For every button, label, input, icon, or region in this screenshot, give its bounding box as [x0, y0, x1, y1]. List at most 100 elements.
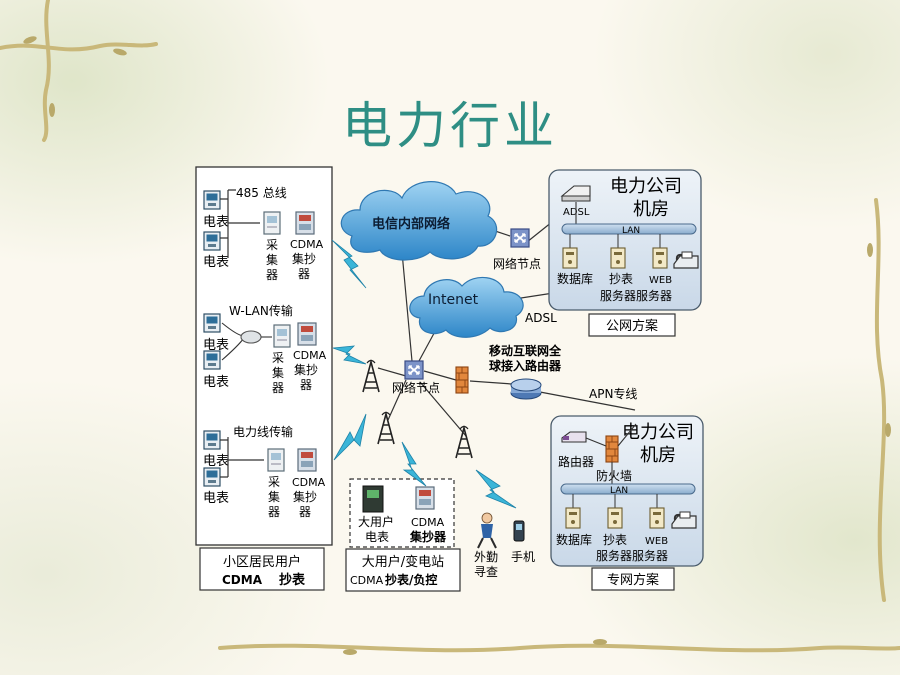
collector-label: 集 [266, 252, 278, 267]
field-worker-icon [477, 512, 497, 549]
telecom-cloud-label: 电信内部网络 [372, 216, 450, 232]
cdma-collector-icon [415, 486, 435, 510]
bus-label: W-LAN传输 [229, 303, 293, 318]
database-server-icon [562, 247, 578, 269]
reading-server-icon [610, 247, 626, 269]
database-label: 数据库 [557, 271, 593, 286]
cdma-label: 集抄 [293, 489, 317, 504]
server-row-label: 服务器服务器 [596, 548, 668, 563]
section-485: 电表 电表 485 总线 采 集 器 CDMA 集抄 器 [203, 186, 324, 282]
field-check-label: 寻查 [474, 565, 498, 579]
collector-label: 集 [268, 489, 280, 504]
slide-title: 电力行业 [342, 97, 558, 155]
meter-label: 电表 [203, 255, 229, 270]
mobile-phone-icon [513, 520, 525, 542]
reading-server-icon [607, 507, 623, 529]
collector-label: 采 [268, 475, 280, 489]
big-user-meter-icon [362, 485, 384, 513]
network-node-center-label: 网络节点 [392, 380, 440, 395]
internet-cloud-label: Intenet [428, 292, 479, 308]
meter-icon [203, 231, 221, 251]
lan-label: LAN [610, 486, 628, 496]
cdma-collector-icon [297, 322, 317, 346]
collector-label: 器 [272, 381, 284, 395]
field-check-label: 外勤 [474, 550, 498, 564]
lightning-icon [333, 413, 367, 461]
section-plc: 电表 电表 电力线传输 采 集 器 CDMA 集抄 器 [203, 424, 326, 519]
bus-label: 485 总线 [236, 186, 287, 200]
lan-bar [560, 483, 696, 495]
big-user-meter-label: 大用户 [358, 514, 394, 529]
lightning-icon [475, 469, 517, 509]
meter-icon [203, 350, 221, 370]
meter-icon [203, 430, 221, 450]
collector-label: 采 [266, 238, 278, 252]
lightning-icon [331, 239, 367, 289]
cell-tower-icon [377, 411, 395, 445]
public-caption: 公网方案 [606, 318, 658, 334]
telecom-cloud: 电信内部网络 [340, 181, 498, 261]
collector-icon [267, 448, 285, 472]
reading-label: 抄表 [603, 533, 627, 547]
network-node-top-label: 网络节点 [493, 256, 541, 271]
decorative-vine [0, 0, 900, 653]
private-caption: 专网方案 [607, 572, 659, 588]
database-server-icon [565, 507, 581, 529]
meter-label: 电表 [203, 375, 229, 390]
bus-label: 电力线传输 [233, 424, 293, 439]
collector-label: 集 [272, 365, 284, 380]
public-room-title: 机房 [633, 199, 669, 220]
cdma-label: 器 [299, 505, 311, 519]
router-label: 移动互联网全 [489, 343, 562, 358]
middle-caption-box [345, 548, 461, 592]
public-room-frame [548, 169, 702, 311]
lightning-icon [401, 441, 427, 487]
lan-label: LAN [622, 226, 640, 236]
router-label: 路由器 [558, 454, 594, 469]
cdma-label: CDMA [292, 476, 326, 489]
lightning-icon [332, 345, 367, 365]
meter-icon [203, 313, 221, 333]
phone-label: 手机 [511, 550, 535, 564]
private-room-title: 电力公司 [622, 422, 694, 443]
public-room-title: 电力公司 [610, 176, 682, 197]
left-caption-box [199, 547, 325, 591]
vine-leaves [23, 36, 891, 655]
cdma-collector-icon [295, 211, 315, 235]
left-caption-cdma: CDMA [222, 573, 263, 587]
firewall-icon [605, 435, 619, 463]
middle-caption-cdma: CDMA [350, 574, 384, 587]
cell-tower-icon [455, 425, 473, 459]
cdma-label: 集抄器 [409, 529, 447, 544]
apn-link-label: APN专线 [589, 386, 637, 401]
collector-label: 器 [266, 268, 278, 282]
web-label: WEB [649, 275, 672, 286]
database-label: 数据库 [556, 532, 592, 547]
public-caption-box [588, 313, 676, 337]
collector-icon [263, 211, 281, 235]
meter-icon [203, 190, 221, 210]
wireless-links [331, 239, 517, 509]
collector-label: 器 [268, 505, 280, 519]
web-server-icon [652, 247, 668, 269]
adsl-link-label: ADSL [525, 311, 557, 325]
section-wlan: 电表 电表 W-LAN传输 采 集 器 CDMA 集抄 器 [203, 303, 327, 395]
public-room: 电力公司 机房 ADSL LAN 数据库 抄表 WEB 服务器服务器 公网方案 [548, 169, 702, 337]
cdma-collector-icon [297, 448, 317, 472]
collector-icon [273, 324, 291, 348]
meter-label: 电表 [203, 454, 229, 469]
cdma-label: 集抄 [294, 362, 318, 377]
network-node-icon [510, 228, 530, 248]
cdma-label: 器 [298, 267, 310, 281]
meter-label: 电表 [203, 491, 229, 506]
firewall-label: 防火墙 [596, 468, 632, 483]
meter-label: 电表 [203, 215, 229, 230]
meter-label: 电表 [203, 338, 229, 353]
collector-label: 采 [272, 351, 284, 365]
network-node-icon [404, 360, 424, 380]
reading-label: 抄表 [609, 272, 633, 286]
cdma-label: 器 [300, 378, 312, 392]
network-core: 电信内部网络 Intenet 网络节点 网络节点 ADSL 移动互联网全 球接入… [331, 181, 637, 579]
